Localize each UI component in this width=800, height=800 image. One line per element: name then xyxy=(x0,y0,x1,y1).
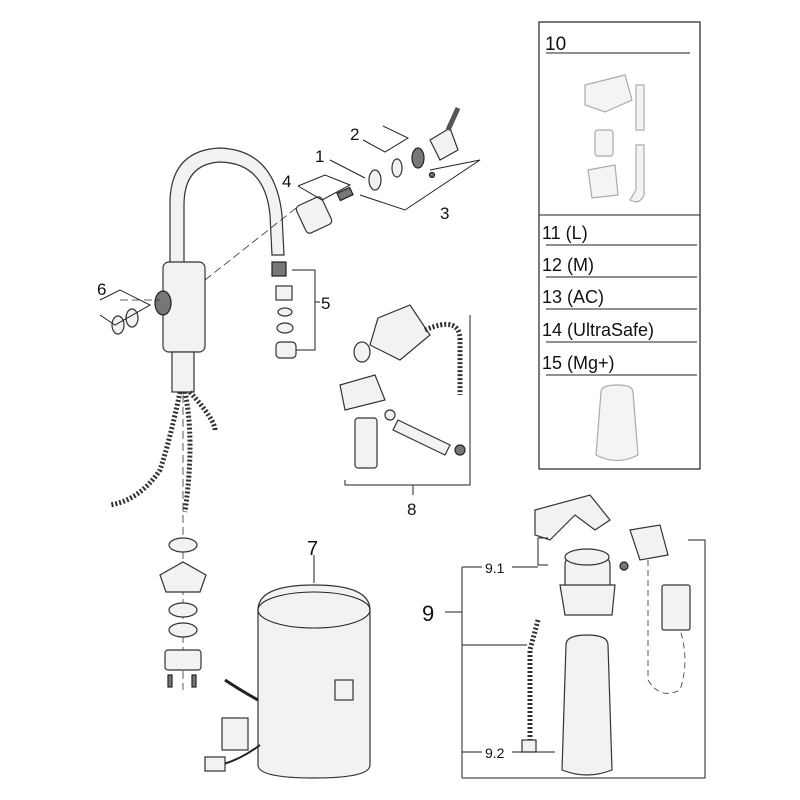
filter-system xyxy=(445,494,706,779)
boiler xyxy=(204,555,371,779)
handle-parts xyxy=(99,289,152,335)
faucet-handle-port xyxy=(154,290,172,316)
callout-9: 9 xyxy=(422,601,434,626)
boiler-tank xyxy=(257,584,371,779)
callout-8: 8 xyxy=(407,500,416,519)
filter-label-11: 11 (L) xyxy=(542,223,588,243)
callout-2: 2 xyxy=(350,125,359,144)
callout-9-2: 9.2 xyxy=(485,745,505,761)
cartridge-parts xyxy=(295,106,481,234)
faucet-spout xyxy=(169,147,285,269)
mounting-kit xyxy=(159,537,207,688)
callout-4: 4 xyxy=(282,172,291,191)
faucet-shank xyxy=(171,351,195,393)
accessory-panel xyxy=(538,21,701,470)
filter-label-12: 12 (M) xyxy=(542,255,594,275)
filter-label-15: 15 (Mg+) xyxy=(542,353,615,373)
filter-label-13: 13 (AC) xyxy=(542,287,604,307)
supply-hoses xyxy=(109,390,218,513)
filter-label-14: 14 (UltraSafe) xyxy=(542,320,654,340)
valve-kit-drawing xyxy=(584,74,645,203)
valve-group xyxy=(339,304,471,495)
filter-cartridge-drawing xyxy=(595,384,639,462)
callout-9-1: 9.1 xyxy=(485,560,505,576)
kit-label-10: 10 xyxy=(545,34,566,55)
callout-3: 3 xyxy=(440,204,449,223)
callout-1: 1 xyxy=(315,147,324,166)
aerator-parts xyxy=(271,261,320,359)
callout-6: 6 xyxy=(97,280,106,299)
callout-5: 5 xyxy=(321,294,330,313)
callout-7: 7 xyxy=(307,538,318,560)
